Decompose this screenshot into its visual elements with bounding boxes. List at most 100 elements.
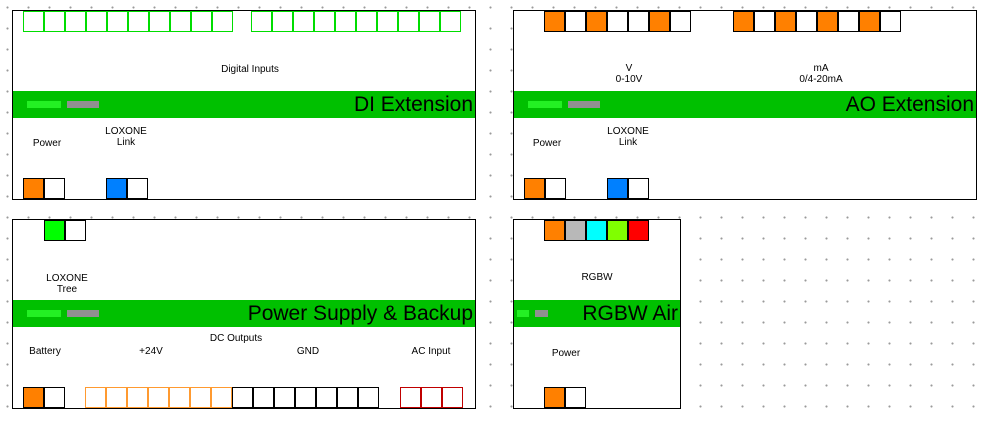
link-terminal[interactable] [607,178,628,199]
gnd-terminal[interactable] [316,387,337,408]
digital-input-terminal[interactable] [440,11,461,32]
loxone-link-label: LOXONE Link [105,126,147,148]
power-terminal[interactable] [545,178,566,199]
digital-input-terminal[interactable] [170,11,191,32]
digital-input-terminal[interactable] [23,11,44,32]
battery-label: Battery [29,346,61,357]
analog-output-terminal[interactable] [796,11,817,32]
gnd-terminal[interactable] [232,387,253,408]
link-terminal[interactable] [628,178,649,199]
plus24v-terminal[interactable] [169,387,190,408]
gnd-terminal[interactable] [337,387,358,408]
tree-terminal[interactable] [65,220,86,241]
digital-input-terminal[interactable] [377,11,398,32]
analog-output-terminal[interactable] [628,11,649,32]
gnd-terminal[interactable] [295,387,316,408]
digital-input-terminal[interactable] [149,11,170,32]
dc-outputs-label: DC Outputs [209,333,263,344]
di-extension-module[interactable]: Digital Inputs DI Extension Power LOXONE… [12,10,476,200]
ac-input-terminal[interactable] [400,387,421,408]
analog-output-terminal[interactable] [880,11,901,32]
loxone-link-label: LOXONE Link [607,126,649,148]
digital-input-terminal[interactable] [251,11,272,32]
ao-extension-module[interactable]: V 0-10V mA 0/4-20mA AO Extension Power L… [513,10,977,200]
plus24v-terminal[interactable] [85,387,106,408]
analog-output-terminal[interactable] [754,11,775,32]
analog-output-terminal[interactable] [733,11,754,32]
ac-input-label: AC Input [411,346,451,357]
module-title: AO Extension [845,93,974,116]
gnd-label: GND [296,346,320,357]
gnd-terminal[interactable] [358,387,379,408]
rgbw-air-module[interactable]: RGBW RGBW Air Power [513,219,681,409]
module-title: Power Supply & Backup [247,302,473,325]
rgbw-channel-terminal[interactable] [607,220,628,241]
link-terminal[interactable] [106,178,127,199]
rgbw-channel-terminal[interactable] [565,220,586,241]
digital-input-terminal[interactable] [335,11,356,32]
rgbw-channel-terminal[interactable] [544,220,565,241]
module-title-bar: RGBW Air [514,300,680,327]
loxone-tree-label: LOXONE Tree [46,273,88,295]
digital-input-terminal[interactable] [212,11,233,32]
status-led-green [27,310,61,317]
power-terminal[interactable] [44,178,65,199]
digital-input-terminal[interactable] [128,11,149,32]
status-led-gray [67,310,99,317]
power-supply-module[interactable]: LOXONE Tree Power Supply & Backup DC Out… [12,219,476,409]
analog-output-terminal[interactable] [817,11,838,32]
link-terminal[interactable] [127,178,148,199]
module-title-bar: Power Supply & Backup [13,300,475,327]
digital-input-terminal[interactable] [419,11,440,32]
digital-input-terminal[interactable] [191,11,212,32]
ac-input-terminal[interactable] [442,387,463,408]
tree-terminal[interactable] [44,220,65,241]
battery-terminal[interactable] [23,387,44,408]
digital-input-terminal[interactable] [314,11,335,32]
rgbw-channel-terminal[interactable] [586,220,607,241]
analog-output-terminal[interactable] [586,11,607,32]
digital-inputs-label: Digital Inputs [221,64,279,75]
status-led-green [27,101,61,108]
digital-input-terminal[interactable] [65,11,86,32]
analog-output-terminal[interactable] [775,11,796,32]
status-led-gray [67,101,99,108]
analog-output-terminal[interactable] [859,11,880,32]
digital-input-terminal[interactable] [86,11,107,32]
plus24v-terminal[interactable] [211,387,232,408]
status-led-gray [535,310,548,317]
gnd-terminal[interactable] [253,387,274,408]
power-label: Power [532,138,562,149]
digital-input-terminal[interactable] [356,11,377,32]
plus24v-terminal[interactable] [106,387,127,408]
battery-terminal[interactable] [44,387,65,408]
power-terminal[interactable] [524,178,545,199]
digital-input-terminal[interactable] [398,11,419,32]
status-led-green [528,101,562,108]
power-label: Power [551,348,581,359]
digital-input-terminal[interactable] [293,11,314,32]
module-title-bar: DI Extension [13,91,475,118]
analog-output-terminal[interactable] [565,11,586,32]
analog-output-terminal[interactable] [607,11,628,32]
digital-input-terminal[interactable] [272,11,293,32]
power-terminal[interactable] [565,387,586,408]
analog-output-terminal[interactable] [649,11,670,32]
analog-output-terminal[interactable] [838,11,859,32]
ac-input-terminal[interactable] [421,387,442,408]
rgbw-channel-terminal[interactable] [628,220,649,241]
plus24v-terminal[interactable] [127,387,148,408]
status-led-gray [568,101,600,108]
power-label: Power [32,138,62,149]
power-terminal[interactable] [544,387,565,408]
plus24v-terminal[interactable] [148,387,169,408]
plus24v-terminal[interactable] [190,387,211,408]
power-terminal[interactable] [23,178,44,199]
digital-input-terminal[interactable] [44,11,65,32]
digital-input-terminal[interactable] [107,11,128,32]
gnd-terminal[interactable] [274,387,295,408]
status-led-green [517,310,529,317]
analog-output-terminal[interactable] [544,11,565,32]
analog-output-terminal[interactable] [670,11,691,32]
voltage-output-label: V 0-10V [615,63,643,85]
